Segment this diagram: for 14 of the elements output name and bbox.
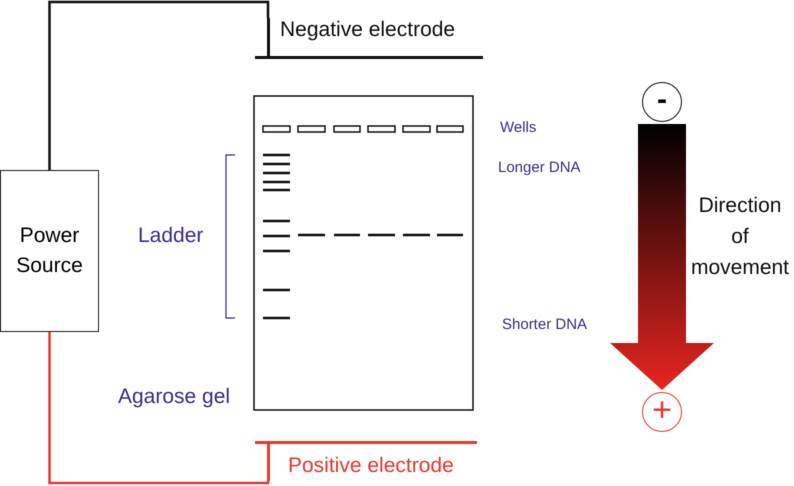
ladder-label: Ladder bbox=[138, 224, 204, 248]
direction-label: Direction of movement bbox=[690, 193, 790, 281]
wells-label: Wells bbox=[500, 119, 536, 136]
negative-electrode: Negative electrode bbox=[255, 18, 483, 59]
minus-circle: - bbox=[642, 82, 682, 122]
positive-electrode: Positive electrode bbox=[255, 441, 477, 481]
plus-circle: + bbox=[642, 392, 682, 432]
shorter-dna-label: Shorter DNA bbox=[502, 316, 588, 333]
longer-dna-label: Longer DNA bbox=[498, 159, 581, 176]
wire bbox=[48, 0, 270, 170]
wire bbox=[48, 332, 270, 484]
agarose-gel-label: Agarose gel bbox=[118, 385, 230, 409]
power-source-box: Power Source bbox=[0, 170, 99, 332]
direction-arrow bbox=[610, 124, 714, 390]
